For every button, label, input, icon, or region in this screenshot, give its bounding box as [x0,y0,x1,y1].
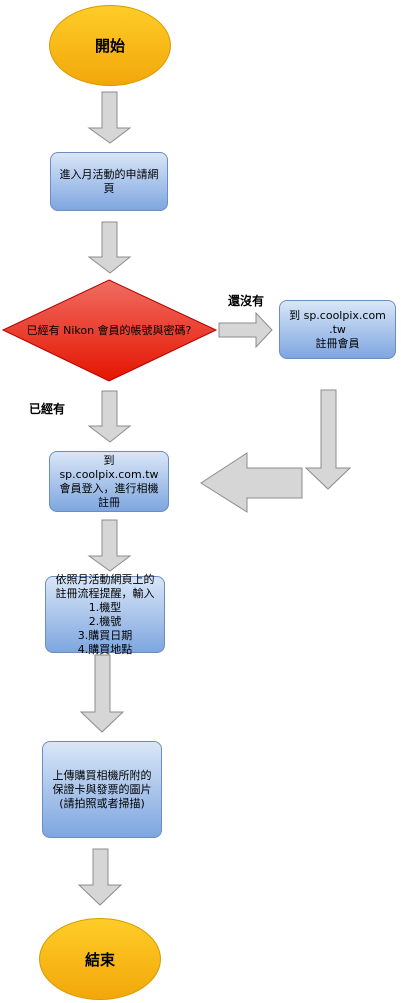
step-login-text: 到sp.coolpix.com.tw 會員登入，進行相機 註冊 [59,453,159,509]
arrow-fillin-to-upload [79,654,125,733]
decision-text: 已經有 Nikon 會員的帳號與密碼? [26,324,192,337]
arrow-register-to-login [200,452,303,513]
arrow-login-to-fillin [87,519,132,572]
arrow-decision-to-register [218,311,273,349]
step-fill-in: 依照月活動網頁上的 註冊流程提醒，輸入 1.機型 2.機號 3.購買日期 4.購… [45,573,165,656]
decision-diamond [1,279,218,382]
step-register: 到 sp.coolpix.com .tw 註冊會員 [279,300,396,359]
arrow-decision-to-login [87,390,132,443]
start-terminal: 開始 [49,5,171,86]
arrow-upload-to-end [77,848,123,906]
step-upload-text: 上傳購買相機所附的 保證卡與發票的圖片 (請拍照或者掃描) [52,768,152,810]
step-fill-in-text: 依照月活動網頁上的 註冊流程提醒，輸入 1.機型 2.機號 3.購買日期 4.購… [55,572,155,656]
label-no-yet: 還沒有 [228,294,265,308]
step-enter-page-text: 進入月活動的申請網 頁 [59,167,159,195]
arrow-register-down [304,389,352,490]
start-label: 開始 [94,37,125,55]
step-register-text: 到 sp.coolpix.com .tw 註冊會員 [289,308,386,350]
end-terminal: 結束 [39,918,161,1000]
arrow-enter-to-decision [87,221,132,274]
step-upload: 上傳購買相機所附的 保證卡與發票的圖片 (請拍照或者掃描) [42,741,162,838]
step-login: 到sp.coolpix.com.tw 會員登入，進行相機 註冊 [49,451,169,512]
label-already: 已經有 [29,402,66,416]
decision-text-box: 已經有 Nikon 會員的帳號與密碼? [4,318,214,342]
arrow-start-to-enter [87,91,132,144]
step-enter-page: 進入月活動的申請網 頁 [50,152,168,211]
end-label: 結束 [84,950,115,969]
